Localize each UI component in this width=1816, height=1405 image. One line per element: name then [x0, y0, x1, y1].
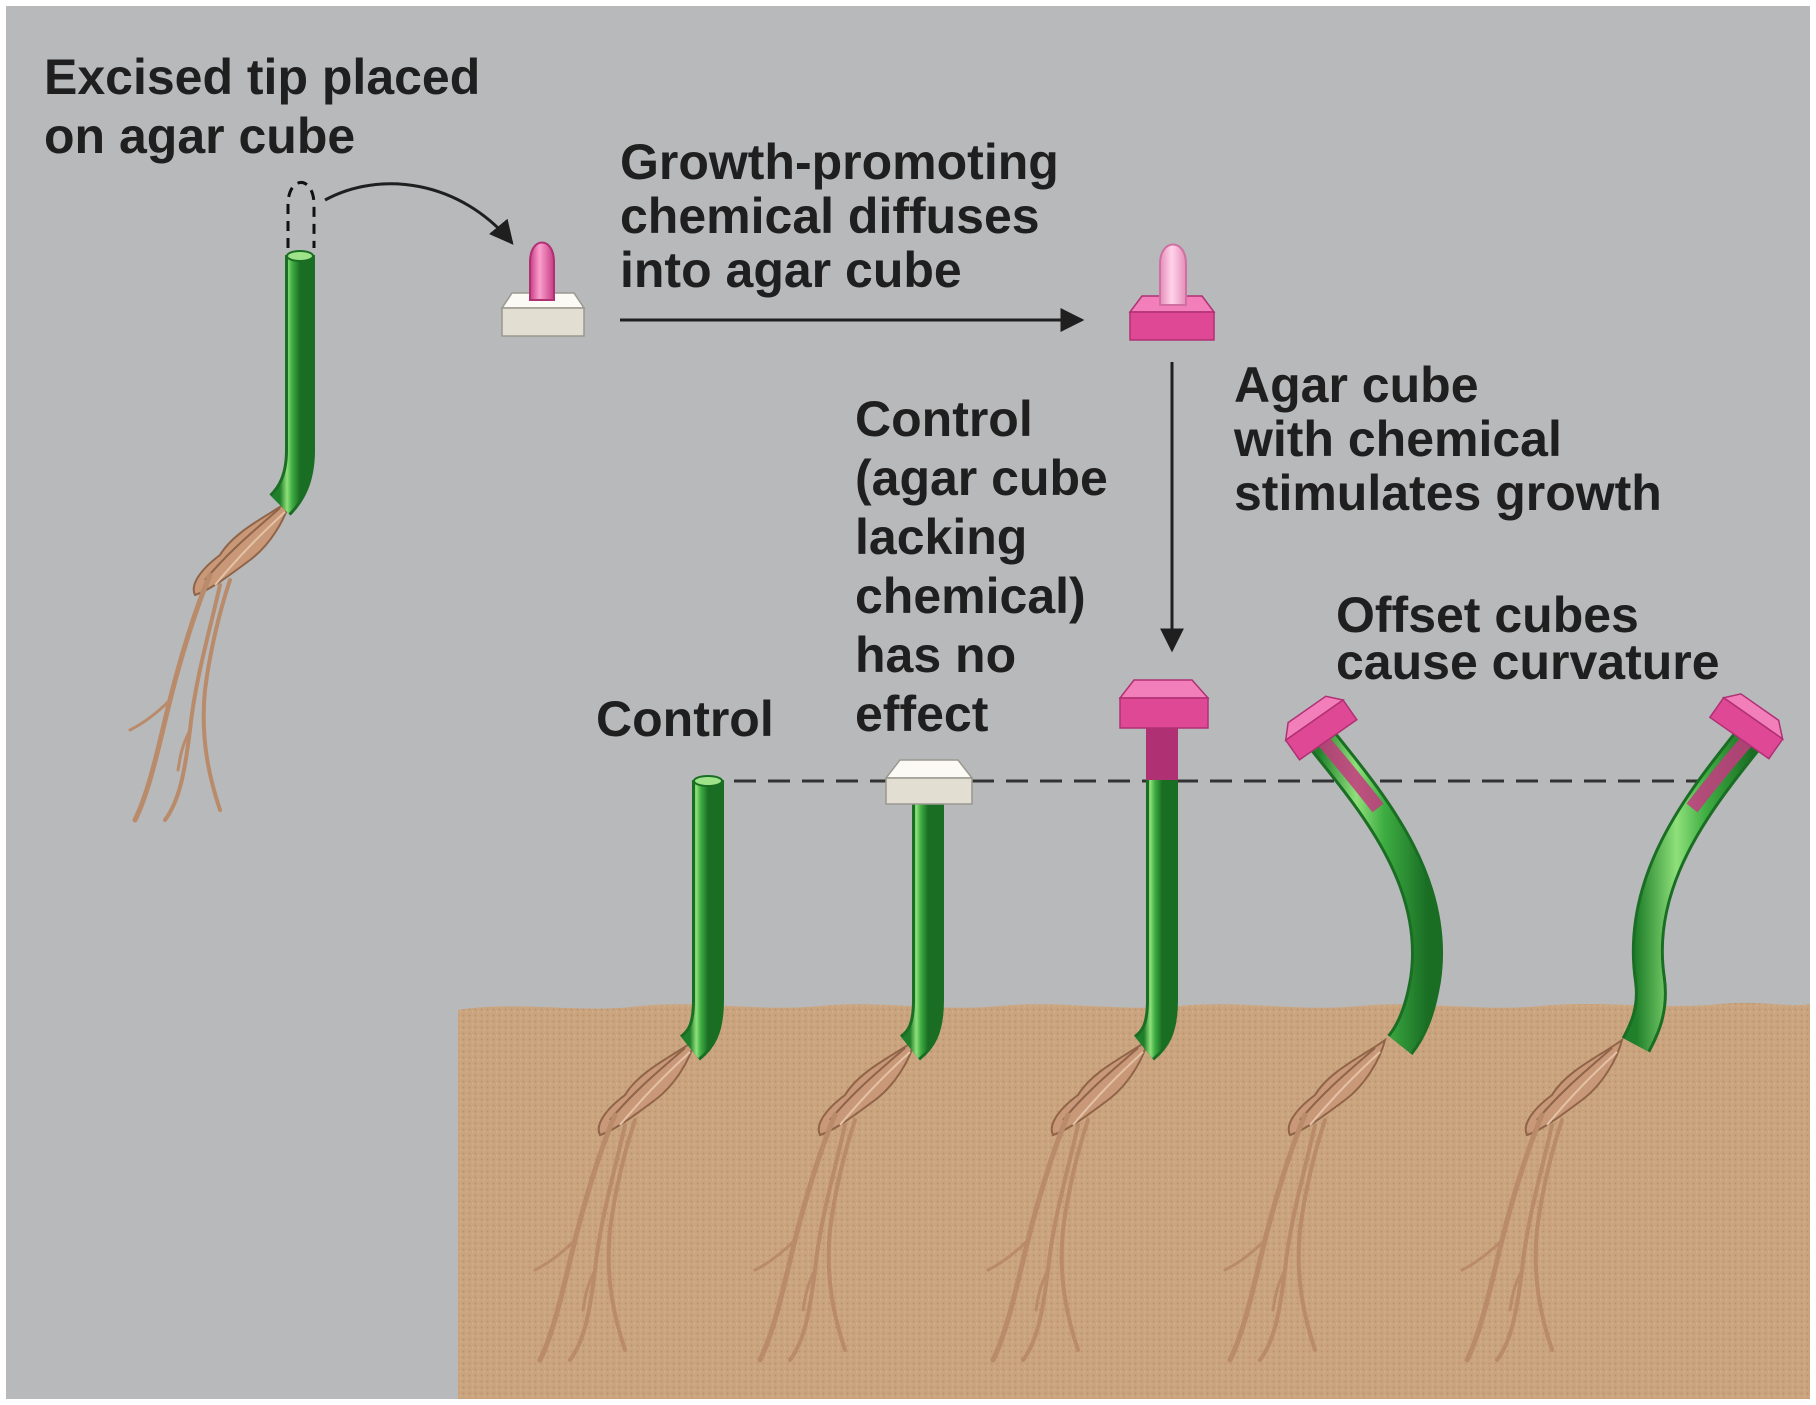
- label-excised-tip: Excised tip placed on agar cube: [44, 48, 480, 166]
- label-line: chemical diffuses: [620, 189, 1059, 243]
- label-offset-cubes: Offset cubes cause curvature: [1336, 592, 1720, 686]
- label-line: Offset cubes: [1336, 592, 1720, 639]
- label-line: Control: [855, 390, 1108, 449]
- label-line: on agar cube: [44, 107, 480, 166]
- label-line: Control: [596, 690, 774, 749]
- label-line: Agar cube: [1234, 358, 1662, 412]
- label-line: Growth-promoting: [620, 135, 1059, 189]
- label-control-no-effect: Control (agar cube lacking chemical) has…: [855, 390, 1108, 744]
- label-chemical-diffuses: Growth-promoting chemical diffuses into …: [620, 135, 1059, 297]
- label-line: with chemical: [1234, 412, 1662, 466]
- label-line: stimulates growth: [1234, 466, 1662, 520]
- label-line: has no: [855, 626, 1108, 685]
- label-line: (agar cube: [855, 449, 1108, 508]
- label-stimulates-growth: Agar cube with chemical stimulates growt…: [1234, 358, 1662, 520]
- label-line: effect: [855, 685, 1108, 744]
- label-line: Excised tip placed: [44, 48, 480, 107]
- label-control: Control: [596, 690, 774, 749]
- label-line: into agar cube: [620, 243, 1059, 297]
- label-line: chemical): [855, 567, 1108, 626]
- label-line: lacking: [855, 508, 1108, 567]
- label-line: cause curvature: [1336, 639, 1720, 686]
